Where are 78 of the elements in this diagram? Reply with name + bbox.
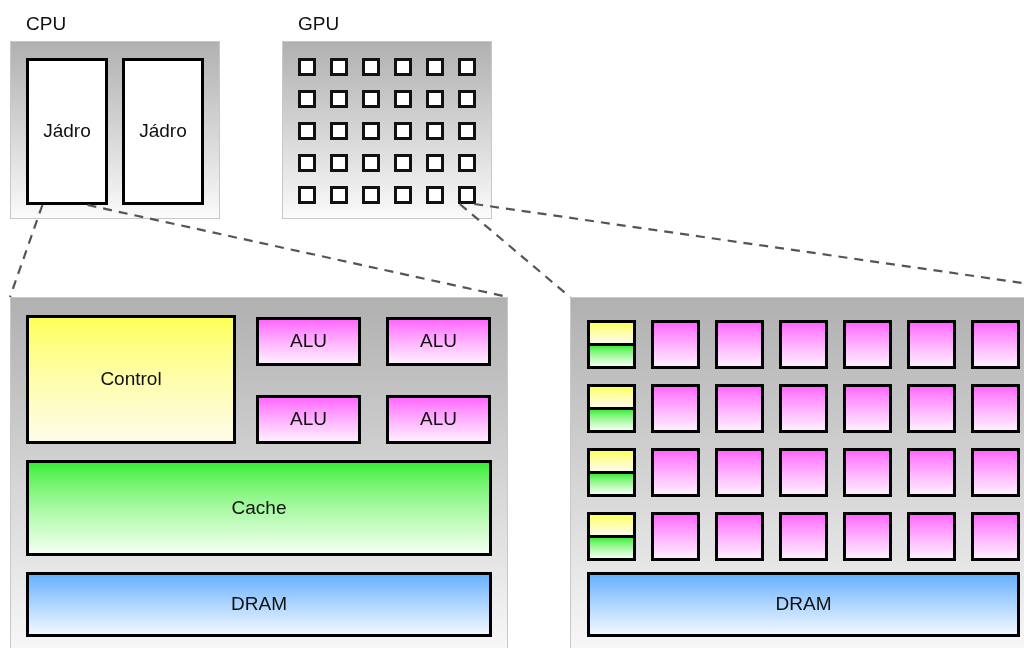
alu-box: ALU bbox=[386, 395, 491, 444]
core-square bbox=[458, 154, 476, 172]
cache-box: Cache bbox=[26, 460, 492, 556]
alu-block bbox=[843, 384, 892, 433]
alu-block bbox=[971, 384, 1020, 433]
alu-box: ALU bbox=[386, 317, 491, 366]
core-square bbox=[362, 154, 380, 172]
gpu-detail-panel bbox=[570, 297, 1024, 648]
alu-block bbox=[651, 384, 700, 433]
core-square bbox=[330, 154, 348, 172]
cache-block bbox=[587, 535, 636, 561]
alu-block bbox=[971, 512, 1020, 561]
alu-block bbox=[651, 448, 700, 497]
alu-block bbox=[971, 448, 1020, 497]
core-square bbox=[330, 58, 348, 76]
alu-block bbox=[779, 384, 828, 433]
alu-block bbox=[843, 512, 892, 561]
core-square bbox=[394, 122, 412, 140]
core-square bbox=[330, 122, 348, 140]
zoom-line bbox=[8, 204, 44, 298]
alu-block bbox=[651, 512, 700, 561]
core-square bbox=[458, 122, 476, 140]
core-square bbox=[394, 90, 412, 108]
control-block bbox=[587, 320, 636, 346]
alu-block bbox=[907, 384, 956, 433]
cpu-detail-panel bbox=[10, 297, 508, 648]
control-block bbox=[587, 384, 636, 410]
alu-block bbox=[907, 320, 956, 369]
alu-block bbox=[651, 320, 700, 369]
core-square bbox=[362, 122, 380, 140]
core-square bbox=[394, 58, 412, 76]
core-square bbox=[426, 90, 444, 108]
core-square bbox=[330, 186, 348, 204]
core-square bbox=[362, 58, 380, 76]
alu-block bbox=[779, 320, 828, 369]
core-square bbox=[330, 90, 348, 108]
core-square bbox=[298, 58, 316, 76]
alu-block bbox=[971, 320, 1020, 369]
dram-box: DRAM bbox=[587, 572, 1020, 637]
core-square bbox=[394, 186, 412, 204]
chip-label: GPU bbox=[298, 12, 340, 36]
control-block bbox=[587, 512, 636, 538]
core-square bbox=[298, 90, 316, 108]
core-square bbox=[458, 186, 476, 204]
alu-block bbox=[779, 448, 828, 497]
core-square bbox=[458, 90, 476, 108]
alu-block bbox=[907, 512, 956, 561]
control-unit-box: Control bbox=[26, 315, 236, 444]
core-square bbox=[394, 154, 412, 172]
alu-block bbox=[715, 512, 764, 561]
core-square bbox=[298, 186, 316, 204]
cache-block bbox=[587, 407, 636, 433]
alu-box: ALU bbox=[256, 317, 361, 366]
core-box: Jádro bbox=[26, 58, 108, 205]
alu-block bbox=[843, 320, 892, 369]
core-square bbox=[362, 186, 380, 204]
alu-block bbox=[715, 384, 764, 433]
alu-block bbox=[715, 448, 764, 497]
control-block bbox=[587, 448, 636, 474]
core-square bbox=[298, 154, 316, 172]
alu-block bbox=[907, 448, 956, 497]
alu-block bbox=[779, 512, 828, 561]
core-square bbox=[298, 122, 316, 140]
cache-block bbox=[587, 471, 636, 497]
dram-box: DRAM bbox=[26, 572, 492, 637]
core-square bbox=[426, 58, 444, 76]
alu-block bbox=[843, 448, 892, 497]
core-square bbox=[426, 186, 444, 204]
chip-label: CPU bbox=[26, 12, 67, 36]
core-square bbox=[426, 154, 444, 172]
core-square bbox=[458, 58, 476, 76]
alu-block bbox=[715, 320, 764, 369]
core-square bbox=[362, 90, 380, 108]
zoom-line bbox=[459, 203, 571, 298]
core-square bbox=[426, 122, 444, 140]
cache-block bbox=[587, 343, 636, 369]
alu-box: ALU bbox=[256, 395, 361, 444]
core-box: Jádro bbox=[122, 58, 204, 205]
